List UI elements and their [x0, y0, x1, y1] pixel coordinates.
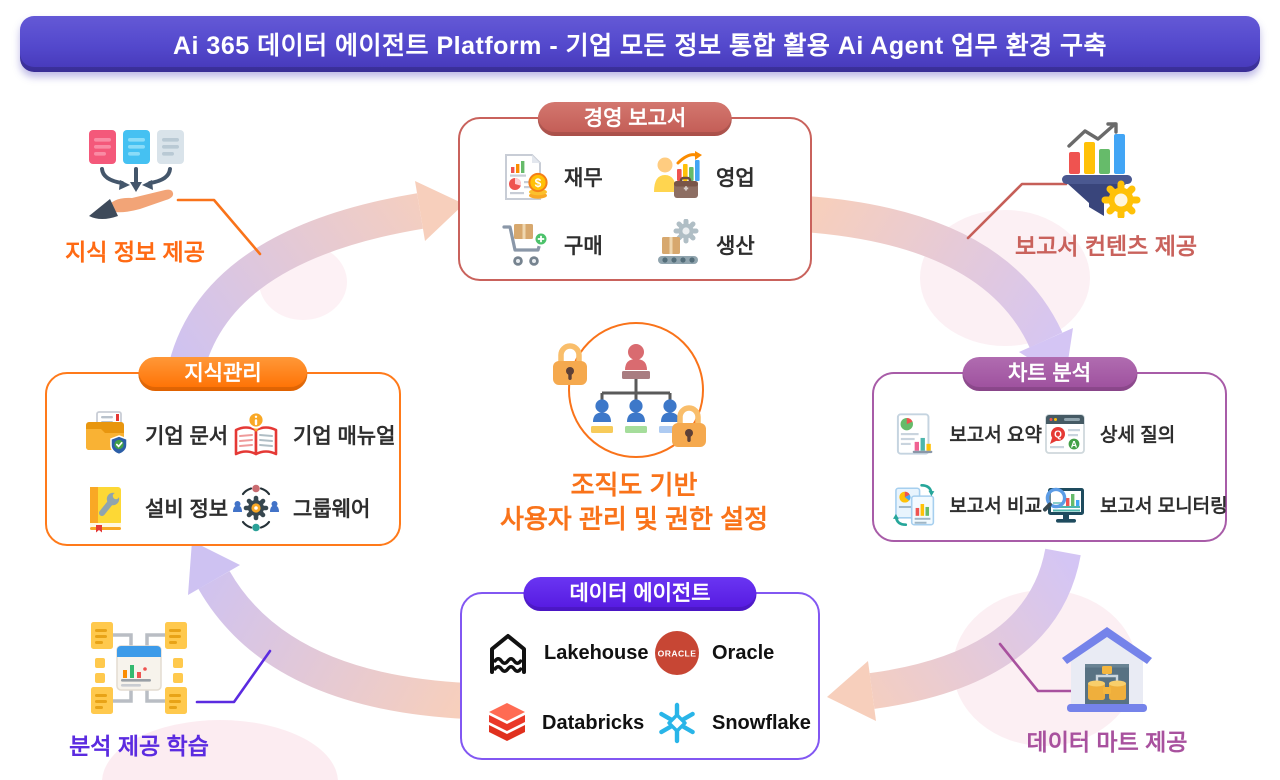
- connector-data-mart: [998, 642, 1074, 693]
- groupware-icon: [233, 484, 279, 531]
- knowledge-item-equipment-info: 설비 정보: [83, 483, 231, 533]
- connector-report-content: [966, 182, 1068, 240]
- panel-data-agent: 데이터 에이전트 Lakehouse ORACLE Oracle Databri…: [460, 577, 820, 760]
- agent-item-label: Databricks: [542, 711, 645, 734]
- svg-text:Q: Q: [1054, 429, 1062, 440]
- analysis-network-icon: [91, 622, 187, 714]
- svg-text:$: $: [535, 176, 542, 190]
- panel-chart-title: 차트 분석: [961, 357, 1138, 391]
- satellite-label-knowledge-provide: 지식 정보 제공: [65, 239, 205, 265]
- chart-item-label: 상세 질의: [1100, 425, 1176, 446]
- data-warehouse-icon: [1062, 627, 1152, 712]
- agent-item-snowflake: Snowflake: [654, 700, 814, 746]
- connector-knowledge-provide: [176, 198, 262, 256]
- panel-management-report: 경영 보고서 $ 재무: [458, 102, 812, 281]
- agent-item-lakehouse: Lakehouse: [484, 629, 654, 677]
- agent-item-label: Snowflake: [712, 711, 811, 734]
- oracle-logo: ORACLE: [655, 631, 699, 675]
- purchase-icon: [502, 224, 549, 266]
- org-chart-icon: [591, 344, 681, 433]
- panel-knowledge-title: 지식관리: [138, 357, 308, 391]
- knowledge-item-label: 그룹웨어: [293, 497, 371, 521]
- report-item-finance: $ 재무: [500, 151, 652, 203]
- panel-knowledge-management: 지식관리 기업 문서: [45, 357, 401, 546]
- report-item-label: 생산: [716, 235, 755, 258]
- arrow-knowledge-to-report: [164, 181, 464, 395]
- satellite-data-mart-provide: 데이터 마트 제공: [1014, 622, 1200, 757]
- report-item-label: 재무: [564, 167, 603, 190]
- report-item-label: 영업: [716, 167, 755, 190]
- center-caption-line2: 사용자 관리 및 권한 설정: [499, 504, 769, 534]
- docs-to-hand-icon: [89, 130, 184, 219]
- knowledge-item-groupware: 그룹웨어: [231, 483, 395, 533]
- panel-chart-analysis: 차트 분석 보고서 요약: [872, 357, 1228, 542]
- arrow-agent-to-knowledge: [188, 541, 469, 719]
- knowledge-item-label: 설비 정보: [145, 497, 229, 521]
- knowledge-item-label: 기업 매뉴얼: [293, 424, 396, 448]
- detail-query-icon: Q A: [1045, 413, 1085, 454]
- chart-item-detail-query: Q A 상세 질의: [1042, 411, 1228, 457]
- page-title: Ai 365 데이터 에이전트 Platform - 기업 모든 정보 통합 활…: [172, 32, 1108, 60]
- lock-icon: [672, 405, 706, 447]
- chart-item-report-summary: 보고서 요약: [892, 411, 1042, 457]
- chart-item-label: 보고서 비교: [949, 496, 1042, 517]
- knowledge-item-label: 기업 문서: [145, 424, 229, 448]
- knowledge-item-company-manual: 기업 매뉴얼: [231, 410, 395, 460]
- company-manual-icon: [234, 410, 278, 455]
- agent-item-databricks: Databricks: [484, 700, 654, 746]
- panel-data-agent-title: 데이터 에이전트: [523, 577, 757, 611]
- agent-item-oracle: ORACLE Oracle: [654, 630, 814, 676]
- knowledge-item-company-docs: 기업 문서: [83, 410, 231, 460]
- center-caption: 조직도 기반 사용자 관리 및 권한 설정: [459, 468, 809, 536]
- snowflake-logo: [659, 702, 695, 744]
- equipment-info-icon: [90, 486, 121, 532]
- satellite-label-analysis-learning: 분석 제공 학습: [69, 733, 209, 759]
- satellite-label-report-content: 보고서 컨텐츠 제공: [1014, 233, 1198, 259]
- center-caption-line1: 조직도 기반: [570, 470, 698, 500]
- report-compare-icon: [892, 483, 935, 526]
- report-item-label: 구매: [564, 235, 603, 258]
- sales-icon: [654, 151, 702, 198]
- agent-item-label: Lakehouse: [544, 641, 649, 664]
- chart-item-label: 보고서 모니터링: [1100, 496, 1228, 517]
- chart-item-report-monitoring: 보고서 모니터링: [1042, 482, 1228, 528]
- oracle-badge-text: ORACLE: [658, 649, 697, 659]
- report-summary-icon: [896, 412, 933, 455]
- satellite-knowledge-provide: 지식 정보 제공: [40, 128, 230, 267]
- title-banner: Ai 365 데이터 에이전트 Platform - 기업 모든 정보 통합 활…: [20, 16, 1260, 72]
- report-item-sales: 영업: [652, 151, 804, 203]
- arrow-chart-to-agent: [827, 548, 1081, 721]
- chart-item-label: 보고서 요약: [949, 425, 1042, 446]
- production-icon: [658, 219, 699, 264]
- finance-report-icon: $: [505, 154, 548, 200]
- lock-icon: [553, 343, 587, 385]
- svg-text:A: A: [1071, 439, 1078, 449]
- satellite-analysis-learning: 분석 제공 학습: [48, 618, 230, 761]
- connector-analysis-learning: [195, 649, 272, 704]
- report-item-production: 생산: [652, 219, 804, 271]
- chart-item-report-compare: 보고서 비교: [892, 482, 1042, 528]
- company-docs-icon: [86, 410, 128, 455]
- chart-funnel-gear-icon: [1062, 122, 1141, 220]
- agent-item-label: Oracle: [712, 641, 775, 664]
- panel-management-report-title: 경영 보고서: [537, 102, 733, 136]
- lakehouse-logo: [490, 634, 526, 674]
- satellite-report-content-provide: 보고서 컨텐츠 제공: [1008, 122, 1204, 261]
- satellite-label-data-mart: 데이터 마트 제공: [1026, 729, 1188, 755]
- report-item-purchase: 구매: [500, 219, 652, 271]
- databricks-logo: [489, 703, 525, 741]
- report-monitoring-icon: [1043, 487, 1084, 523]
